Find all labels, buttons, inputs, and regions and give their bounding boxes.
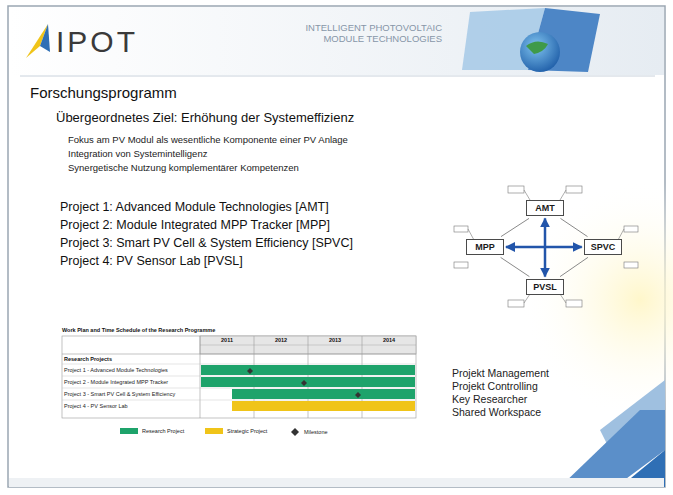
legend-diamond xyxy=(290,428,300,436)
legend-text: Research Project xyxy=(142,428,184,434)
project-line: Project 1: Advanced Module Technologies … xyxy=(60,200,329,215)
legend-swatch xyxy=(120,428,138,434)
project-line: Project 3: Smart PV Cell & System Effici… xyxy=(60,236,353,251)
project-code: AMT xyxy=(533,203,557,214)
year-header: 2014 xyxy=(362,337,416,344)
link-line xyxy=(501,257,530,276)
project-box: AMT xyxy=(526,200,564,217)
row-label: Project 1 - Advanced Module Technologies xyxy=(64,367,168,374)
year-header: 2011 xyxy=(200,337,254,344)
year-header: 2013 xyxy=(308,337,362,344)
network-satellites xyxy=(454,186,638,307)
project-line: Project 2: Module Integrated MPP Tracker… xyxy=(60,218,330,233)
exchange-arrow xyxy=(544,218,547,276)
footer-bar xyxy=(9,478,664,487)
goal-text: Übergeordnetes Ziel: Erhöhung der System… xyxy=(56,110,354,126)
project-box: MPP xyxy=(466,239,504,256)
project-box: PVSL xyxy=(526,279,564,296)
header-text: INTELLIGENT PHOTOVOLTAIC MODULE TECHNOLO… xyxy=(292,22,442,45)
slide-title: Forschungsprogramm xyxy=(30,84,177,101)
chart-title: Work Plan and Time Schedule of the Resea… xyxy=(62,327,215,334)
project-code: PVSL xyxy=(533,282,557,293)
legend-item: Strategic Project xyxy=(205,428,267,434)
row-header: Research Projects xyxy=(64,356,112,363)
logo-arrow xyxy=(26,24,50,58)
legend-item: Research Project xyxy=(120,428,184,434)
management-item: Projekt Management xyxy=(452,367,549,380)
bullet-text: Integration von Systemintelligenz xyxy=(68,148,207,159)
slide-frame xyxy=(8,6,665,487)
legend-item: Milestone xyxy=(290,428,328,436)
management-item: Projekt Controlling xyxy=(452,380,538,393)
bullet-text: Fokus am PV Modul als wesentliche Kompon… xyxy=(68,134,348,145)
link-line xyxy=(560,218,587,236)
logo-text: IPOT xyxy=(56,24,138,60)
row-label: Project 3 - Smart PV Cell & System Effic… xyxy=(64,391,175,398)
header-band xyxy=(9,7,664,75)
legend-swatch xyxy=(205,428,223,434)
project-code: MPP xyxy=(473,242,497,253)
header-rule xyxy=(20,76,655,77)
corner-ribbon xyxy=(560,380,665,487)
link-line xyxy=(501,218,529,236)
year-header: 2012 xyxy=(254,337,308,344)
project-box: SPVC xyxy=(584,239,623,256)
management-item: Shared Workspace xyxy=(452,406,541,419)
gantt-grid xyxy=(62,336,416,418)
project-code: SPVC xyxy=(591,242,616,253)
management-item: Key Researcher xyxy=(452,393,527,406)
globe-graphic xyxy=(462,8,600,72)
row-label: Project 4 - PV Sensor Lab xyxy=(64,403,128,410)
row-label: Project 2 - Module Integrated MPP Tracke… xyxy=(64,379,168,386)
project-line: Project 4: PV Sensor Lab [PVSL] xyxy=(60,254,243,269)
bullet-text: Synergetische Nutzung komplementärer Kom… xyxy=(68,162,299,173)
legend-text: Strategic Project xyxy=(227,428,267,434)
sunburst xyxy=(520,180,673,420)
legend-text: Milestone xyxy=(304,429,328,435)
link-line xyxy=(560,257,588,276)
